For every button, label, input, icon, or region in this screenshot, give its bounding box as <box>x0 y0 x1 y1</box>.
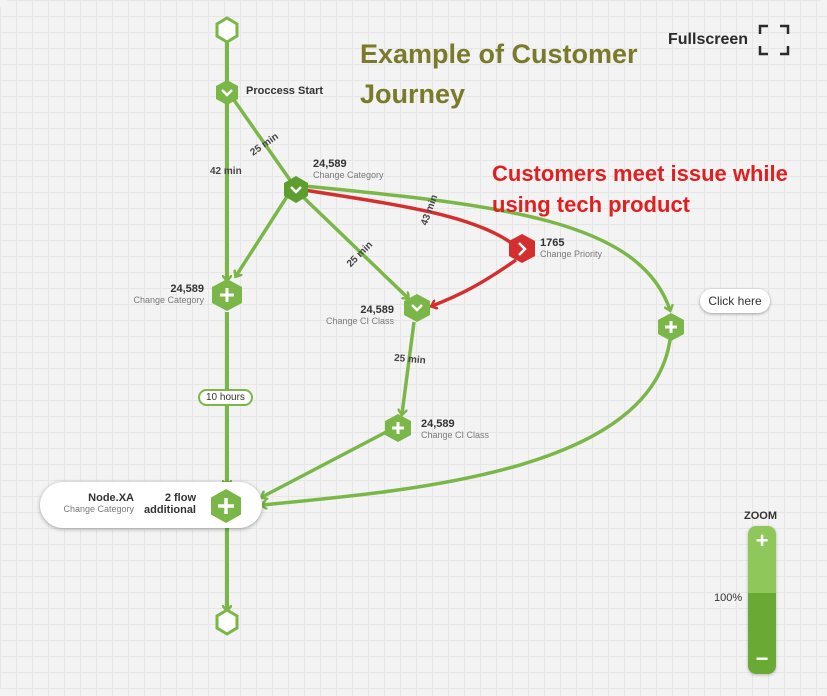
edge-category-to-priority <box>303 188 511 244</box>
change-priority-node[interactable] <box>509 234 535 263</box>
issue-annotation: Customers meet issue while using tech pr… <box>492 161 788 217</box>
edge-category-to-left <box>236 194 290 276</box>
node-sublabel: Change CI Class <box>325 316 394 326</box>
zoom-slider[interactable]: + − <box>748 526 776 674</box>
plus-icon <box>665 321 677 333</box>
change-ci-class-low-info: 24,589 Change CI Class <box>421 418 489 440</box>
node-xa-flow-count: 2 flow <box>164 492 196 504</box>
node-sublabel: Change Priority <box>540 249 603 259</box>
node-xa-info: Node.XA Change Category <box>50 492 134 514</box>
node-value: 1765 <box>540 237 565 249</box>
node-xa-sublabel: Change Category <box>63 504 134 514</box>
end-node-bottom[interactable] <box>215 608 239 636</box>
node-xa-flow-sub: additional <box>144 504 196 516</box>
plus-icon <box>392 422 404 434</box>
chevron-down-icon <box>290 186 302 194</box>
edge-start-to-category <box>232 98 292 182</box>
zoom-track <box>748 526 776 593</box>
change-priority-info: 1765 Change Priority <box>540 237 602 259</box>
fullscreen-button[interactable]: Fullscreen <box>668 24 790 56</box>
change-ci-class-mid-info: 24,589 Change CI Class <box>310 304 394 326</box>
edge-priority-to-ci <box>432 258 517 306</box>
zoom-in-button[interactable]: + <box>755 528 769 553</box>
change-category-left-info: 24,589 Change Category <box>120 283 204 305</box>
change-ci-class-mid-node[interactable] <box>404 294 430 322</box>
page-title: Example of Customer Journey <box>360 39 638 109</box>
plus-icon <box>220 288 234 302</box>
node-xa-card[interactable]: Node.XA Change Category 2 flow additiona… <box>40 482 262 528</box>
edge-right-to-xa <box>262 339 672 505</box>
process-start-node[interactable] <box>216 80 238 105</box>
node-xa-flow: 2 flow additional <box>138 492 196 516</box>
chevron-right-icon <box>518 242 527 256</box>
node-xa-hex[interactable] <box>208 488 244 524</box>
click-here-button[interactable]: Click here <box>700 289 770 313</box>
edge-label-ci-ci: 25 min <box>394 353 427 367</box>
node-sublabel: Change CI Class <box>421 430 490 440</box>
zoom-fill <box>748 593 776 674</box>
edge-category-to-ci <box>300 194 408 298</box>
edge-label-start-category: 25 min <box>248 131 280 158</box>
change-category-top-node[interactable] <box>284 176 308 203</box>
end-node-top[interactable] <box>215 16 239 44</box>
edge-label-left-xa: 10 hours <box>198 389 253 406</box>
node-value: 24,589 <box>421 418 455 430</box>
edge-label-start-left: 42 min <box>210 166 242 177</box>
node-value: 24,589 <box>170 283 204 295</box>
node-value: 24,589 <box>313 158 347 170</box>
edge-ci-low-to-xa <box>262 428 391 497</box>
node-value: 24,589 <box>360 304 394 316</box>
node-sublabel: Change Category <box>133 295 204 305</box>
node-xa-name: Node.XA <box>88 492 134 504</box>
process-start-label: Proccess Start <box>246 85 324 97</box>
plus-icon <box>218 498 234 514</box>
change-category-top-info: 24,589 Change Category <box>313 158 384 180</box>
fullscreen-label: Fullscreen <box>668 31 749 48</box>
zoom-label: ZOOM <box>744 510 777 522</box>
zoom-out-button[interactable]: − <box>755 646 769 671</box>
edge-ci-to-ci <box>402 321 416 414</box>
edge-category-to-right <box>303 184 670 310</box>
chevron-down-icon <box>411 304 423 312</box>
fullscreen-icon <box>758 24 790 56</box>
chevron-down-icon <box>221 89 233 97</box>
zoom-level: 100% <box>714 592 743 604</box>
node-sublabel: Change Category <box>313 170 384 180</box>
